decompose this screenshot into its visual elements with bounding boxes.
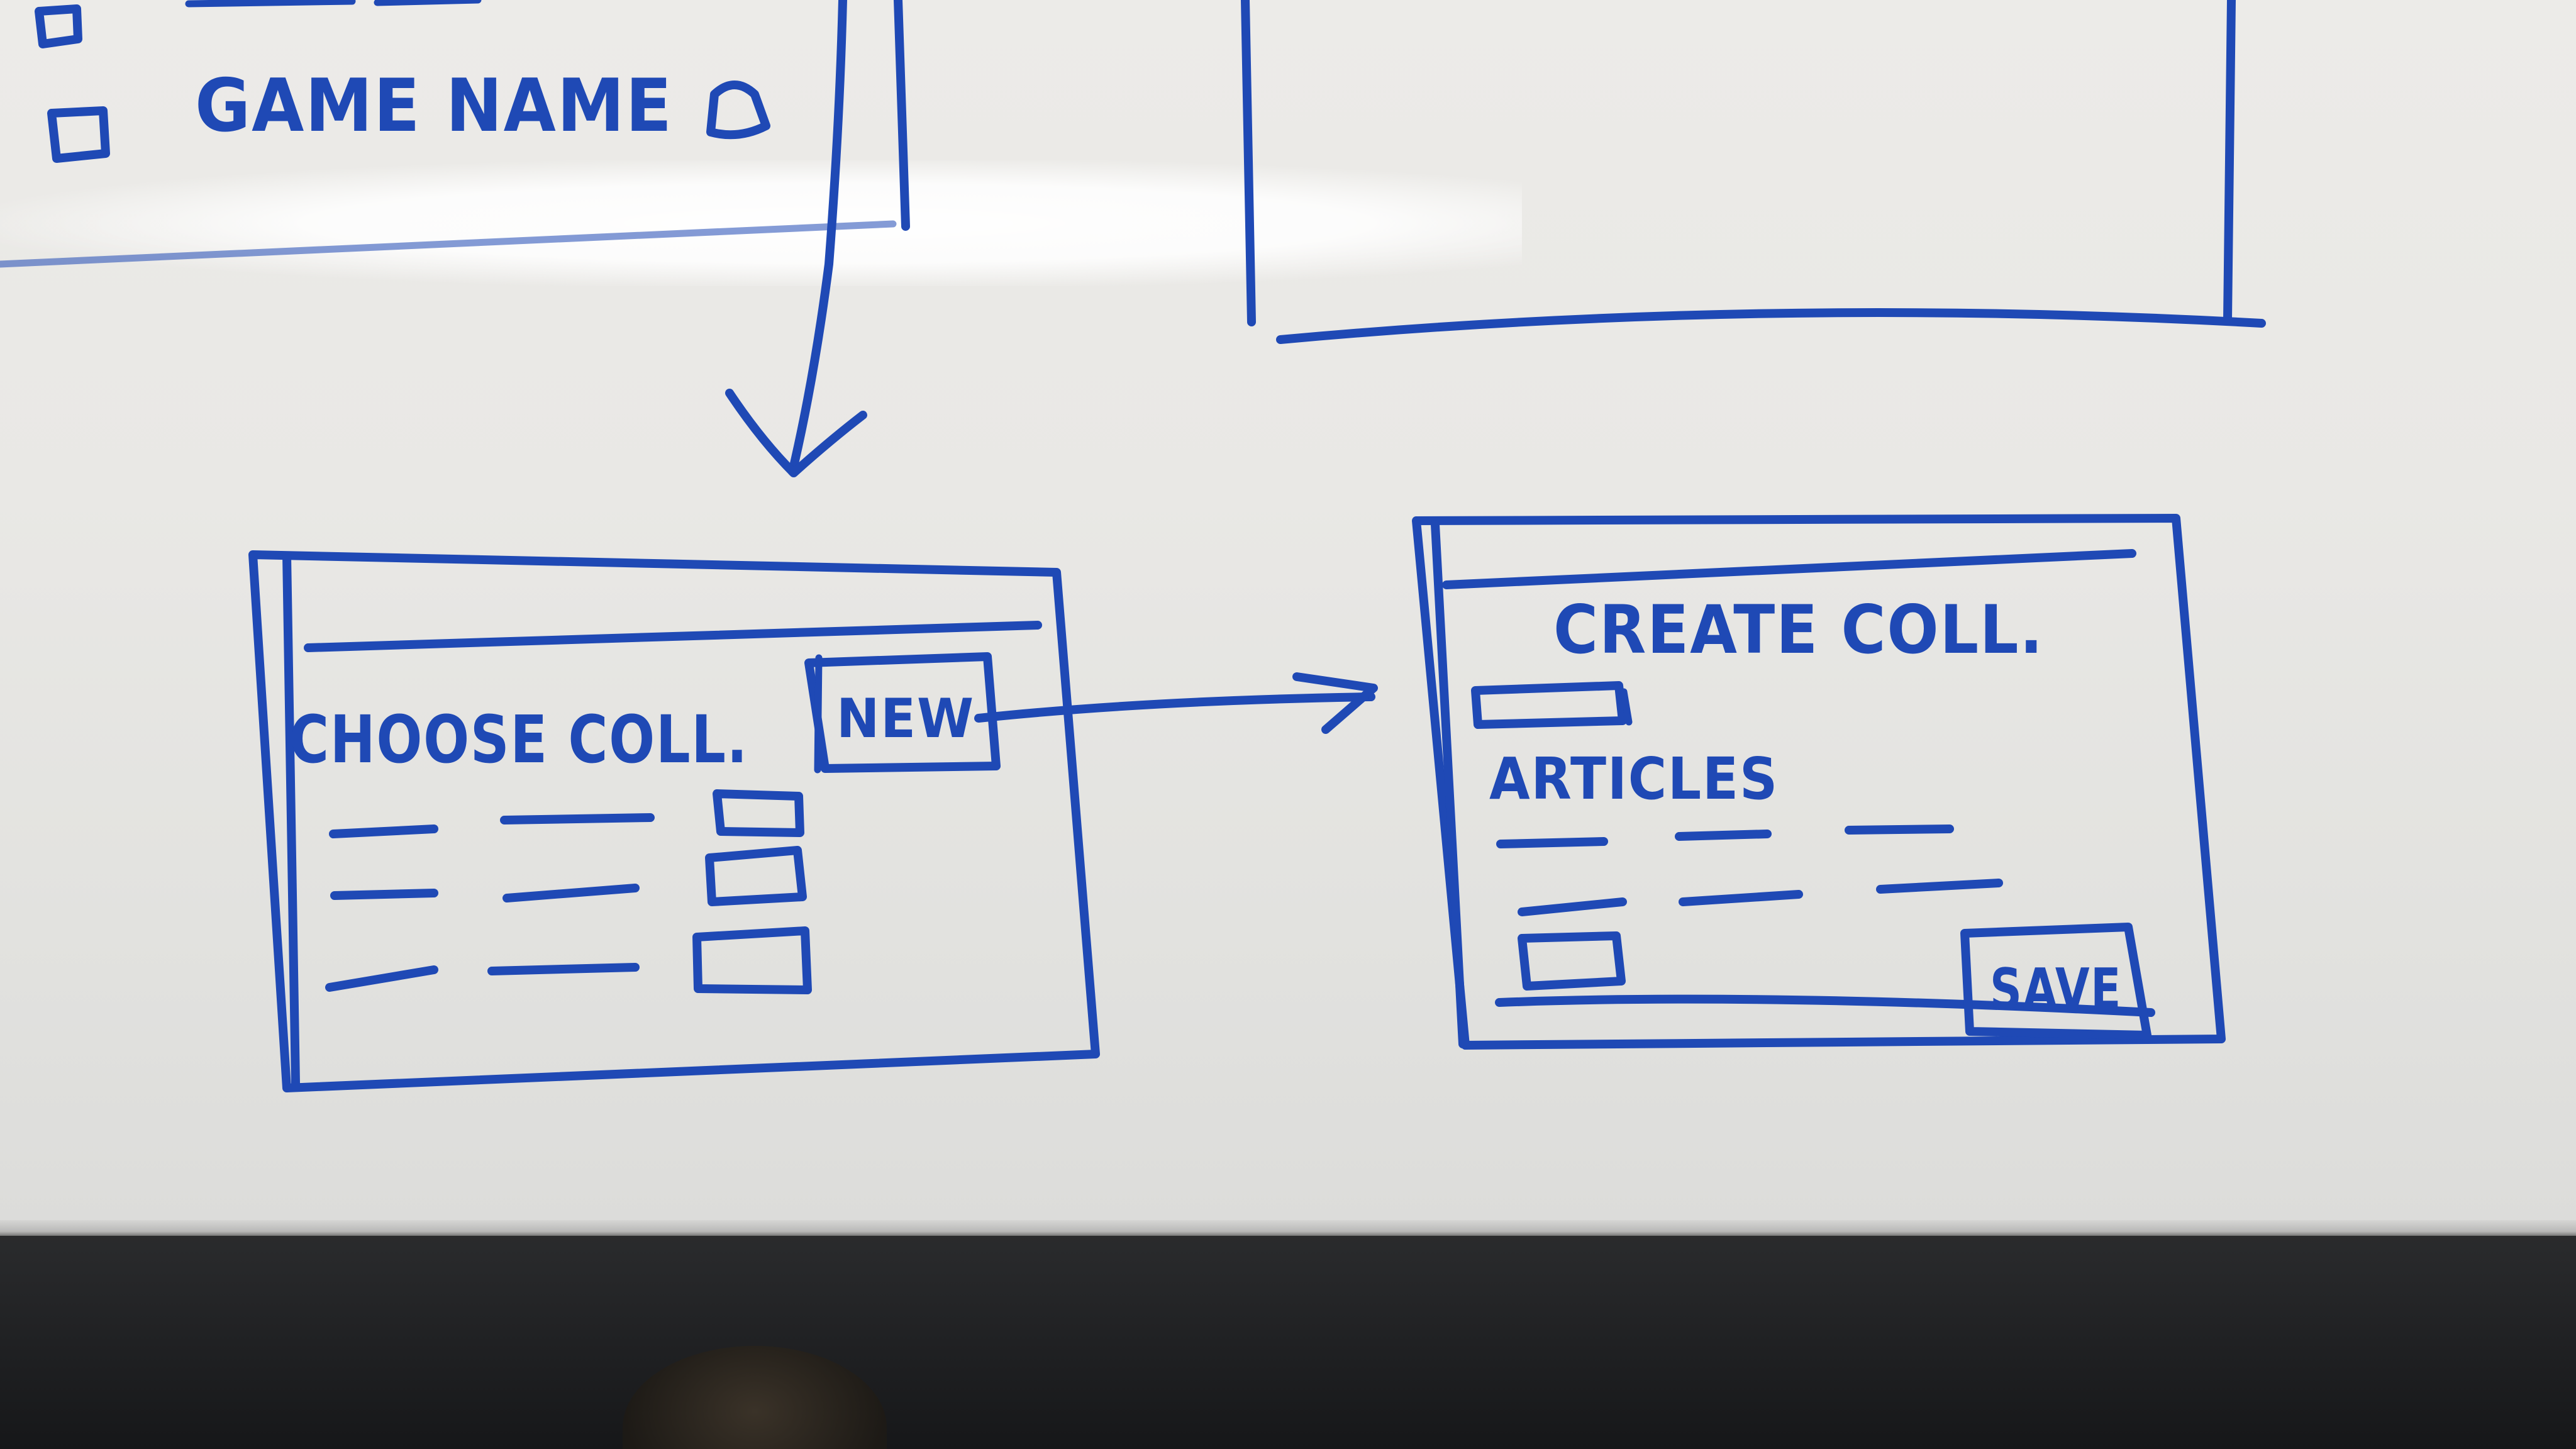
create-collection-title: CREATE COLL. — [1553, 591, 2044, 669]
top-list: GAME NAME — [0, 0, 897, 268]
articles-label: ARTICLES — [1489, 745, 1779, 813]
list-divider — [0, 220, 897, 268]
list-row — [1496, 824, 1954, 848]
list-row — [1518, 879, 2003, 916]
flow-arrow-down — [725, 0, 910, 477]
top-right-wireframe — [1241, 0, 2266, 344]
list-row — [329, 813, 655, 838]
header-divider — [304, 621, 1042, 652]
header-divider — [1442, 549, 2136, 589]
create-collection-screen: CREATE COLL. ARTICLES SAVE — [1412, 514, 2226, 1050]
flow-arrow-right — [974, 692, 1375, 723]
list-row — [330, 884, 640, 902]
checkbox-icon — [713, 789, 804, 837]
checkbox-icon — [47, 106, 110, 163]
floor — [0, 1236, 2576, 1449]
save-button — [1960, 923, 2151, 1040]
choose-collection-title: CHOOSE COLL. — [289, 701, 748, 778]
screen-frame — [1412, 514, 2226, 1050]
screen-frame — [248, 550, 1100, 1092]
cropped-list-row — [185, 0, 482, 8]
save-button-label: SAVE — [1990, 957, 2122, 1023]
checkbox-icon — [692, 926, 812, 994]
game-name-label: GAME NAME — [195, 64, 673, 148]
lock-icon — [706, 80, 770, 140]
checkbox-icon — [1518, 931, 1626, 991]
list-row — [325, 963, 640, 992]
choose-collection-screen: CHOOSE COLL. NEW — [248, 550, 1378, 1092]
new-button-label: NEW — [836, 687, 975, 750]
name-input — [1471, 681, 1627, 729]
checkbox-icon — [705, 846, 807, 906]
light-glare — [0, 160, 1522, 286]
checkbox-icon — [35, 4, 82, 48]
